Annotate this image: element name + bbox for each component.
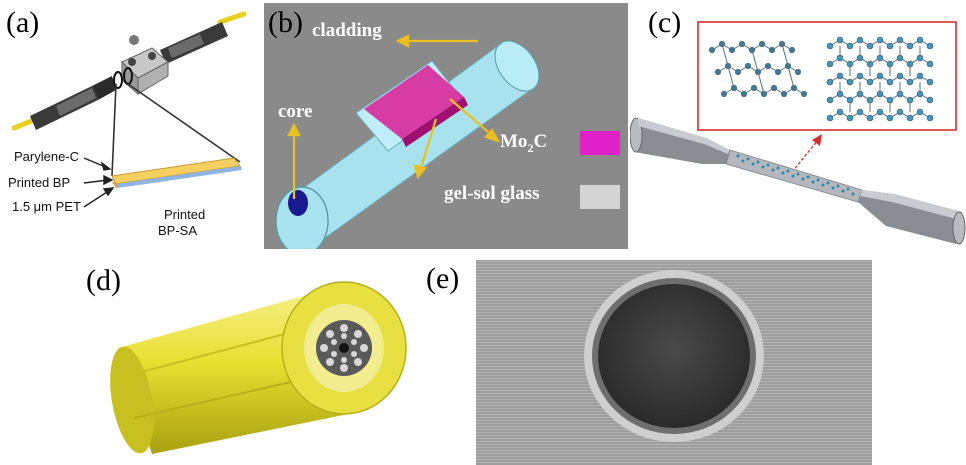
- device-label-line1: Printed: [164, 207, 206, 222]
- ring-right: [123, 67, 133, 85]
- layer-label-pet: 1.5 μm PET: [12, 199, 81, 214]
- layer-label-parylene: Parylene-C: [14, 149, 80, 164]
- panel-c-label: (c): [648, 6, 682, 39]
- panel-e-label: (e): [426, 262, 460, 295]
- panel-b-label: (b): [268, 6, 303, 39]
- panel-e: (e): [418, 258, 966, 465]
- mo2c-label: Mo2C: [500, 131, 547, 156]
- panel-c-illustration: [630, 21, 966, 245]
- structure-inset-box: [697, 21, 957, 131]
- fiber-tip-left: [11, 117, 37, 131]
- panel-c: (c): [630, 0, 966, 252]
- micrograph-core: [598, 284, 750, 428]
- zoom-arrow: [791, 134, 822, 173]
- annotation-arrows: [287, 34, 501, 199]
- sa-plate: [111, 157, 242, 188]
- panel-e-micrograph: [476, 260, 872, 465]
- core-label: core: [278, 101, 313, 122]
- panel-a-illustration: [11, 11, 247, 208]
- zoom-line-left: [111, 83, 117, 177]
- mo2c-label-main: Mo: [500, 131, 528, 152]
- panel-b-illustration: [264, 3, 628, 249]
- panel-a: (a): [0, 0, 262, 250]
- panel-d-label: (d): [86, 264, 121, 297]
- gelsol-label: gel-sol glass: [444, 183, 540, 204]
- zoom-line-right: [127, 83, 241, 163]
- connector-right: [160, 22, 228, 64]
- legend-swatch-gelsol: [580, 185, 620, 209]
- panel-b: (b) cladding core Mo2C gel-sol glass: [264, 3, 628, 249]
- layer-label-printed-bp: Printed BP: [8, 175, 71, 190]
- connector-left: [30, 76, 116, 130]
- mo2c-label-sub: 2: [527, 140, 534, 155]
- panel-a-label: (a): [6, 6, 40, 39]
- legend-swatch-mo2c: [580, 131, 620, 155]
- lattice-structure-3d: [708, 40, 808, 98]
- fiber-tip-right: [217, 11, 247, 25]
- lattice-structure-honeycomb: [826, 36, 934, 122]
- panel-d-illustration: [110, 281, 407, 454]
- panel-d: (d): [80, 258, 440, 465]
- ring-left: [113, 71, 123, 89]
- tapered-fiber: [630, 117, 966, 245]
- mo2c-film: [364, 65, 464, 139]
- pcf-end-face: [281, 281, 407, 415]
- core-disk: [288, 190, 308, 216]
- cladding-label: cladding: [312, 20, 382, 41]
- device-label-line2: BP-SA: [158, 223, 198, 238]
- layer-arrows: [83, 157, 115, 208]
- mo2c-label-end: C: [533, 131, 548, 152]
